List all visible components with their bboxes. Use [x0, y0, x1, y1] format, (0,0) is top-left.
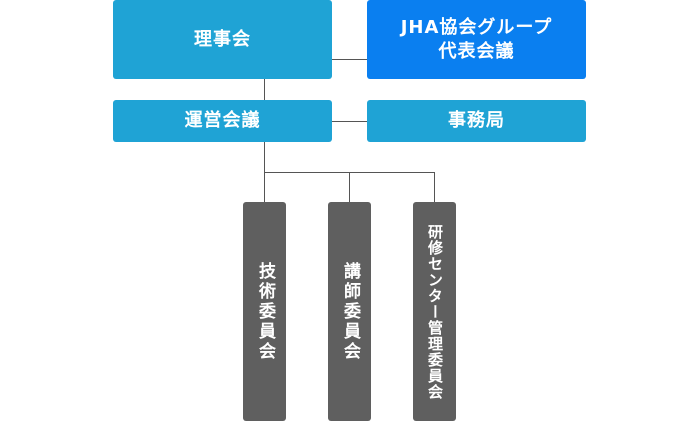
training-center-committee-node: 研修センター管理委員会 — [413, 202, 456, 421]
operations-label: 運営会議 — [184, 110, 261, 131]
connector-operations-secretariat — [331, 121, 368, 122]
jha-group-label-line1: JHA協会グループ — [400, 16, 553, 38]
jha-group-label: JHA協会グループ 代表会議 — [401, 16, 553, 64]
technical-committee-node: 技術委員会 — [243, 202, 286, 421]
secretariat-label: 事務局 — [448, 110, 505, 131]
board-label: 理事会 — [194, 28, 251, 50]
secretariat-node: 事務局 — [367, 100, 586, 142]
connector-training-center-committee — [434, 172, 435, 203]
operations-node: 運営会議 — [113, 100, 332, 142]
jha-group-node: JHA協会グループ 代表会議 — [367, 0, 586, 79]
connector-instructor-committee — [349, 172, 350, 203]
instructor-committee-label: 講師委員会 — [340, 261, 360, 362]
technical-committee-label: 技術委員会 — [255, 261, 275, 362]
training-center-committee-label: 研修センター管理委員会 — [426, 223, 444, 400]
connector-board-operations — [264, 78, 265, 100]
connector-board-jha — [331, 59, 368, 60]
instructor-committee-node: 講師委員会 — [328, 202, 371, 421]
jha-group-label-line2: 代表会議 — [438, 40, 515, 62]
board-node: 理事会 — [113, 0, 332, 79]
